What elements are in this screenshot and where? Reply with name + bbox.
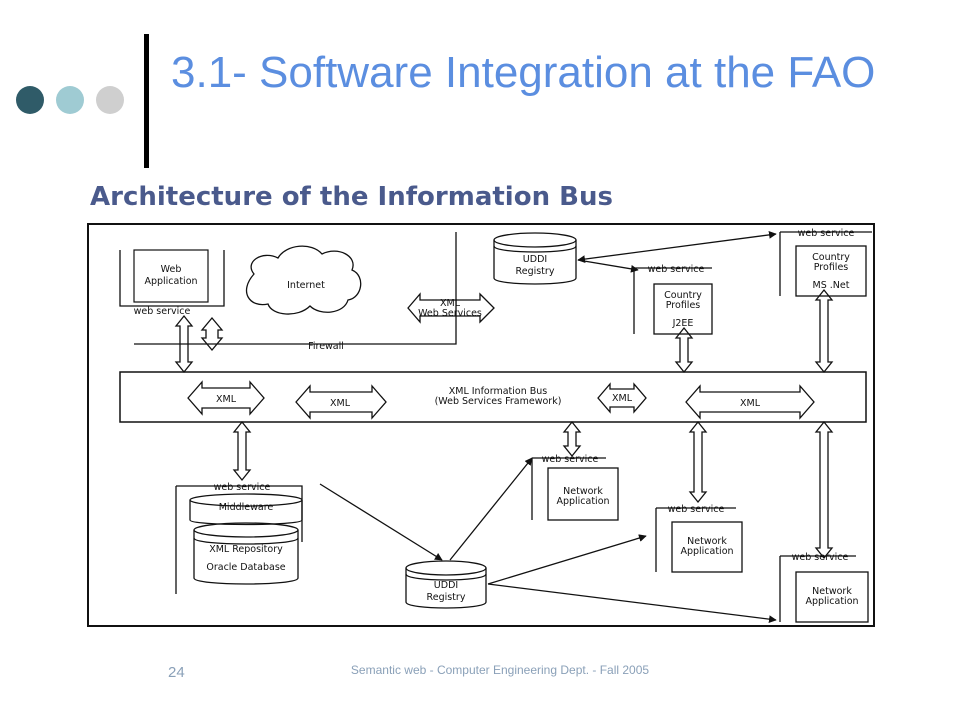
- xml-arrow-label-3: XML: [612, 393, 633, 404]
- xml-arrow-label-4: XML: [740, 398, 761, 409]
- web-application-label-2: Application: [144, 276, 197, 287]
- repository-label-2: Oracle Database: [206, 562, 285, 573]
- web-service-label-4: web service: [214, 482, 271, 493]
- firewall-label: Firewall: [308, 341, 344, 352]
- web-service-label-1: web service: [134, 306, 191, 317]
- country-ms-label-2: Profiles: [814, 262, 849, 273]
- middleware-label: Middleware: [219, 502, 274, 513]
- uddi-bottom-label-2: Registry: [427, 592, 466, 603]
- slide-footer: Semantic web - Computer Engineering Dept…: [350, 663, 650, 677]
- web-service-label-7: web service: [792, 552, 849, 563]
- country-j2ee-label-3: J2EE: [672, 318, 694, 329]
- uddi-top-label-2: Registry: [516, 266, 555, 277]
- xml-web-services-label-2: Web Services: [418, 308, 482, 319]
- dot-dark: [16, 86, 44, 114]
- network-app-2-label-2: Application: [680, 546, 733, 557]
- internet-label: Internet: [287, 280, 325, 291]
- country-ms-label-1: Country: [812, 252, 850, 263]
- network-app-3-label-2: Application: [805, 596, 858, 607]
- country-j2ee-label-1: Country: [664, 290, 702, 301]
- xml-web-services-label: XML: [440, 298, 461, 309]
- web-service-label-5: web service: [542, 454, 599, 465]
- decorative-dots: [16, 86, 126, 116]
- slide-subtitle: Architecture of the Information Bus: [90, 182, 613, 212]
- network-app-1-label-1: Network: [563, 486, 603, 497]
- uddi-top-label: UDDI: [523, 254, 547, 265]
- xml-arrow-label-1: XML: [216, 394, 237, 405]
- slide-title: 3.1- Software Integration at the FAO: [171, 48, 876, 97]
- web-service-label-6: web service: [668, 504, 725, 515]
- bus-label-1: XML Information Bus: [449, 386, 548, 397]
- network-app-3-label-1: Network: [812, 586, 852, 597]
- web-service-label-3: web service: [798, 228, 855, 239]
- dot-gray: [96, 86, 124, 114]
- dot-teal: [56, 86, 84, 114]
- architecture-diagram: Web Application web service Internet Fir…: [87, 223, 875, 627]
- bus-label-2: (Web Services Framework): [435, 396, 562, 407]
- country-ms-label-3: MS .Net: [813, 280, 850, 291]
- web-application-label: Web: [161, 264, 182, 275]
- network-app-1-label-2: Application: [556, 496, 609, 507]
- xml-arrow-label-2: XML: [330, 398, 351, 409]
- network-app-2-label-1: Network: [687, 536, 727, 547]
- title-divider: [144, 34, 149, 168]
- page-number: 24: [168, 664, 185, 681]
- country-j2ee-label-2: Profiles: [666, 300, 701, 311]
- repository-label-1: XML Repository: [209, 544, 283, 555]
- web-service-label-2: web service: [648, 264, 705, 275]
- uddi-bottom-label-1: UDDI: [434, 580, 458, 591]
